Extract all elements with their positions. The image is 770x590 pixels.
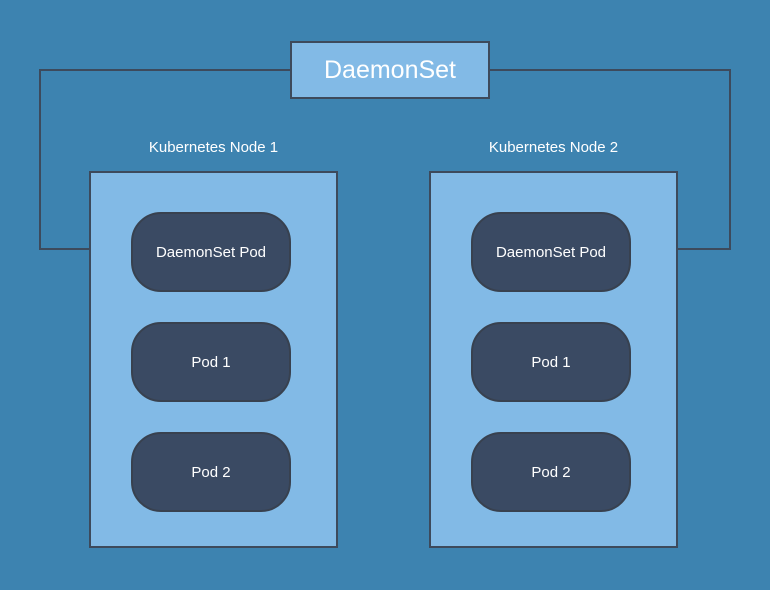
- node-1-pod-daemonset-label: DaemonSet Pod: [155, 243, 267, 261]
- daemonset-controller-box[interactable]: DaemonSet: [290, 41, 490, 99]
- node-2-pod-2[interactable]: Pod 2: [471, 432, 631, 512]
- node-1-box: DaemonSet Pod Pod 1 Pod 2: [89, 171, 338, 548]
- node-2-title: Kubernetes Node 2: [488, 139, 619, 156]
- node-2-pod-1[interactable]: Pod 1: [471, 322, 631, 402]
- daemonset-controller-label: DaemonSet: [323, 55, 457, 84]
- node-2-box: DaemonSet Pod Pod 1 Pod 2: [429, 171, 678, 548]
- node-1-pod-2-label: Pod 2: [191, 463, 231, 481]
- node-1-title: Kubernetes Node 1: [148, 139, 279, 156]
- node-2-pod-1-label: Pod 1: [531, 353, 571, 371]
- node-1-pod-1[interactable]: Pod 1: [131, 322, 291, 402]
- node-1-pod-1-label: Pod 1: [191, 353, 231, 371]
- node-2-pod-daemonset[interactable]: DaemonSet Pod: [471, 212, 631, 292]
- node-1-pod-daemonset[interactable]: DaemonSet Pod: [131, 212, 291, 292]
- node-1-pod-2[interactable]: Pod 2: [131, 432, 291, 512]
- node-2-pod-daemonset-label: DaemonSet Pod: [495, 243, 607, 261]
- node-2-pod-2-label: Pod 2: [531, 463, 571, 481]
